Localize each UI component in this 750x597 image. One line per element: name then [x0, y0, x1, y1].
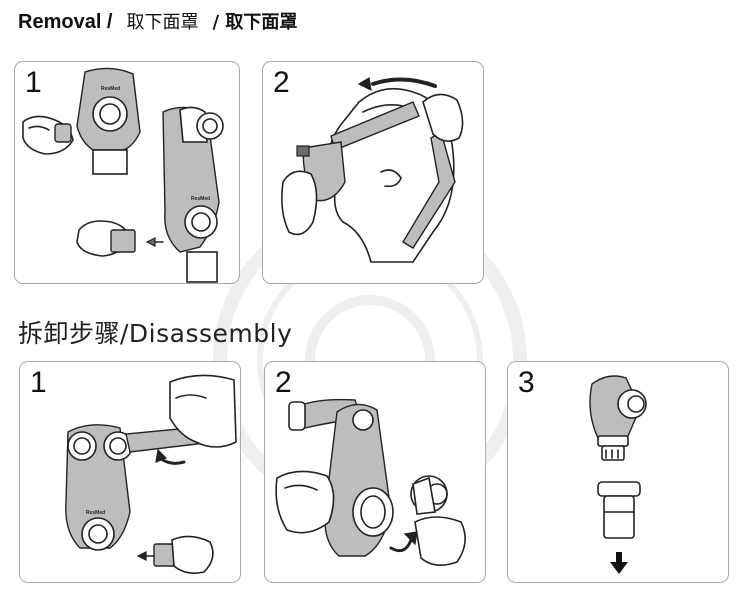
removal-title-zh-bold: / 取下面罩	[212, 12, 298, 33]
removal-heading: Removal / 取下面罩 / 取下面罩	[18, 8, 297, 38]
removal-step-1-number: 1	[25, 66, 42, 99]
disassembly-step-1-number: 1	[30, 366, 47, 399]
removal-step-2-number: 2	[273, 66, 290, 99]
disassembly-step-2-panel: 2	[264, 361, 486, 583]
removal-title-zh: 取下面罩	[126, 12, 199, 33]
disassembly-step-3-number: 3	[518, 366, 535, 399]
removal-title-en: Removal /	[18, 11, 113, 33]
removal-step-2-panel: 2	[262, 61, 484, 284]
removal-step-1-illustration: ResMed ResMed	[22, 67, 224, 283]
disassembly-step-3-illustration	[589, 375, 647, 574]
removal-step-2-illustration	[281, 77, 464, 263]
disassembly-heading: 拆卸步骤/Disassembly	[18, 319, 293, 348]
brand-logo-3: ResMed	[86, 510, 105, 516]
disassembly-step-1-illustration: ResMed	[65, 374, 237, 574]
removal-step-1-panel: ResMed ResMed 1	[14, 61, 240, 284]
brand-logo-1: ResMed	[101, 86, 120, 92]
disassembly-step-1-panel: ResMed 1	[19, 361, 241, 583]
disassembly-step-3-panel: 3	[507, 361, 729, 583]
disassembly-step-2-illustration	[275, 398, 466, 566]
disassembly-step-2-number: 2	[275, 366, 292, 399]
brand-logo-2: ResMed	[191, 196, 210, 202]
